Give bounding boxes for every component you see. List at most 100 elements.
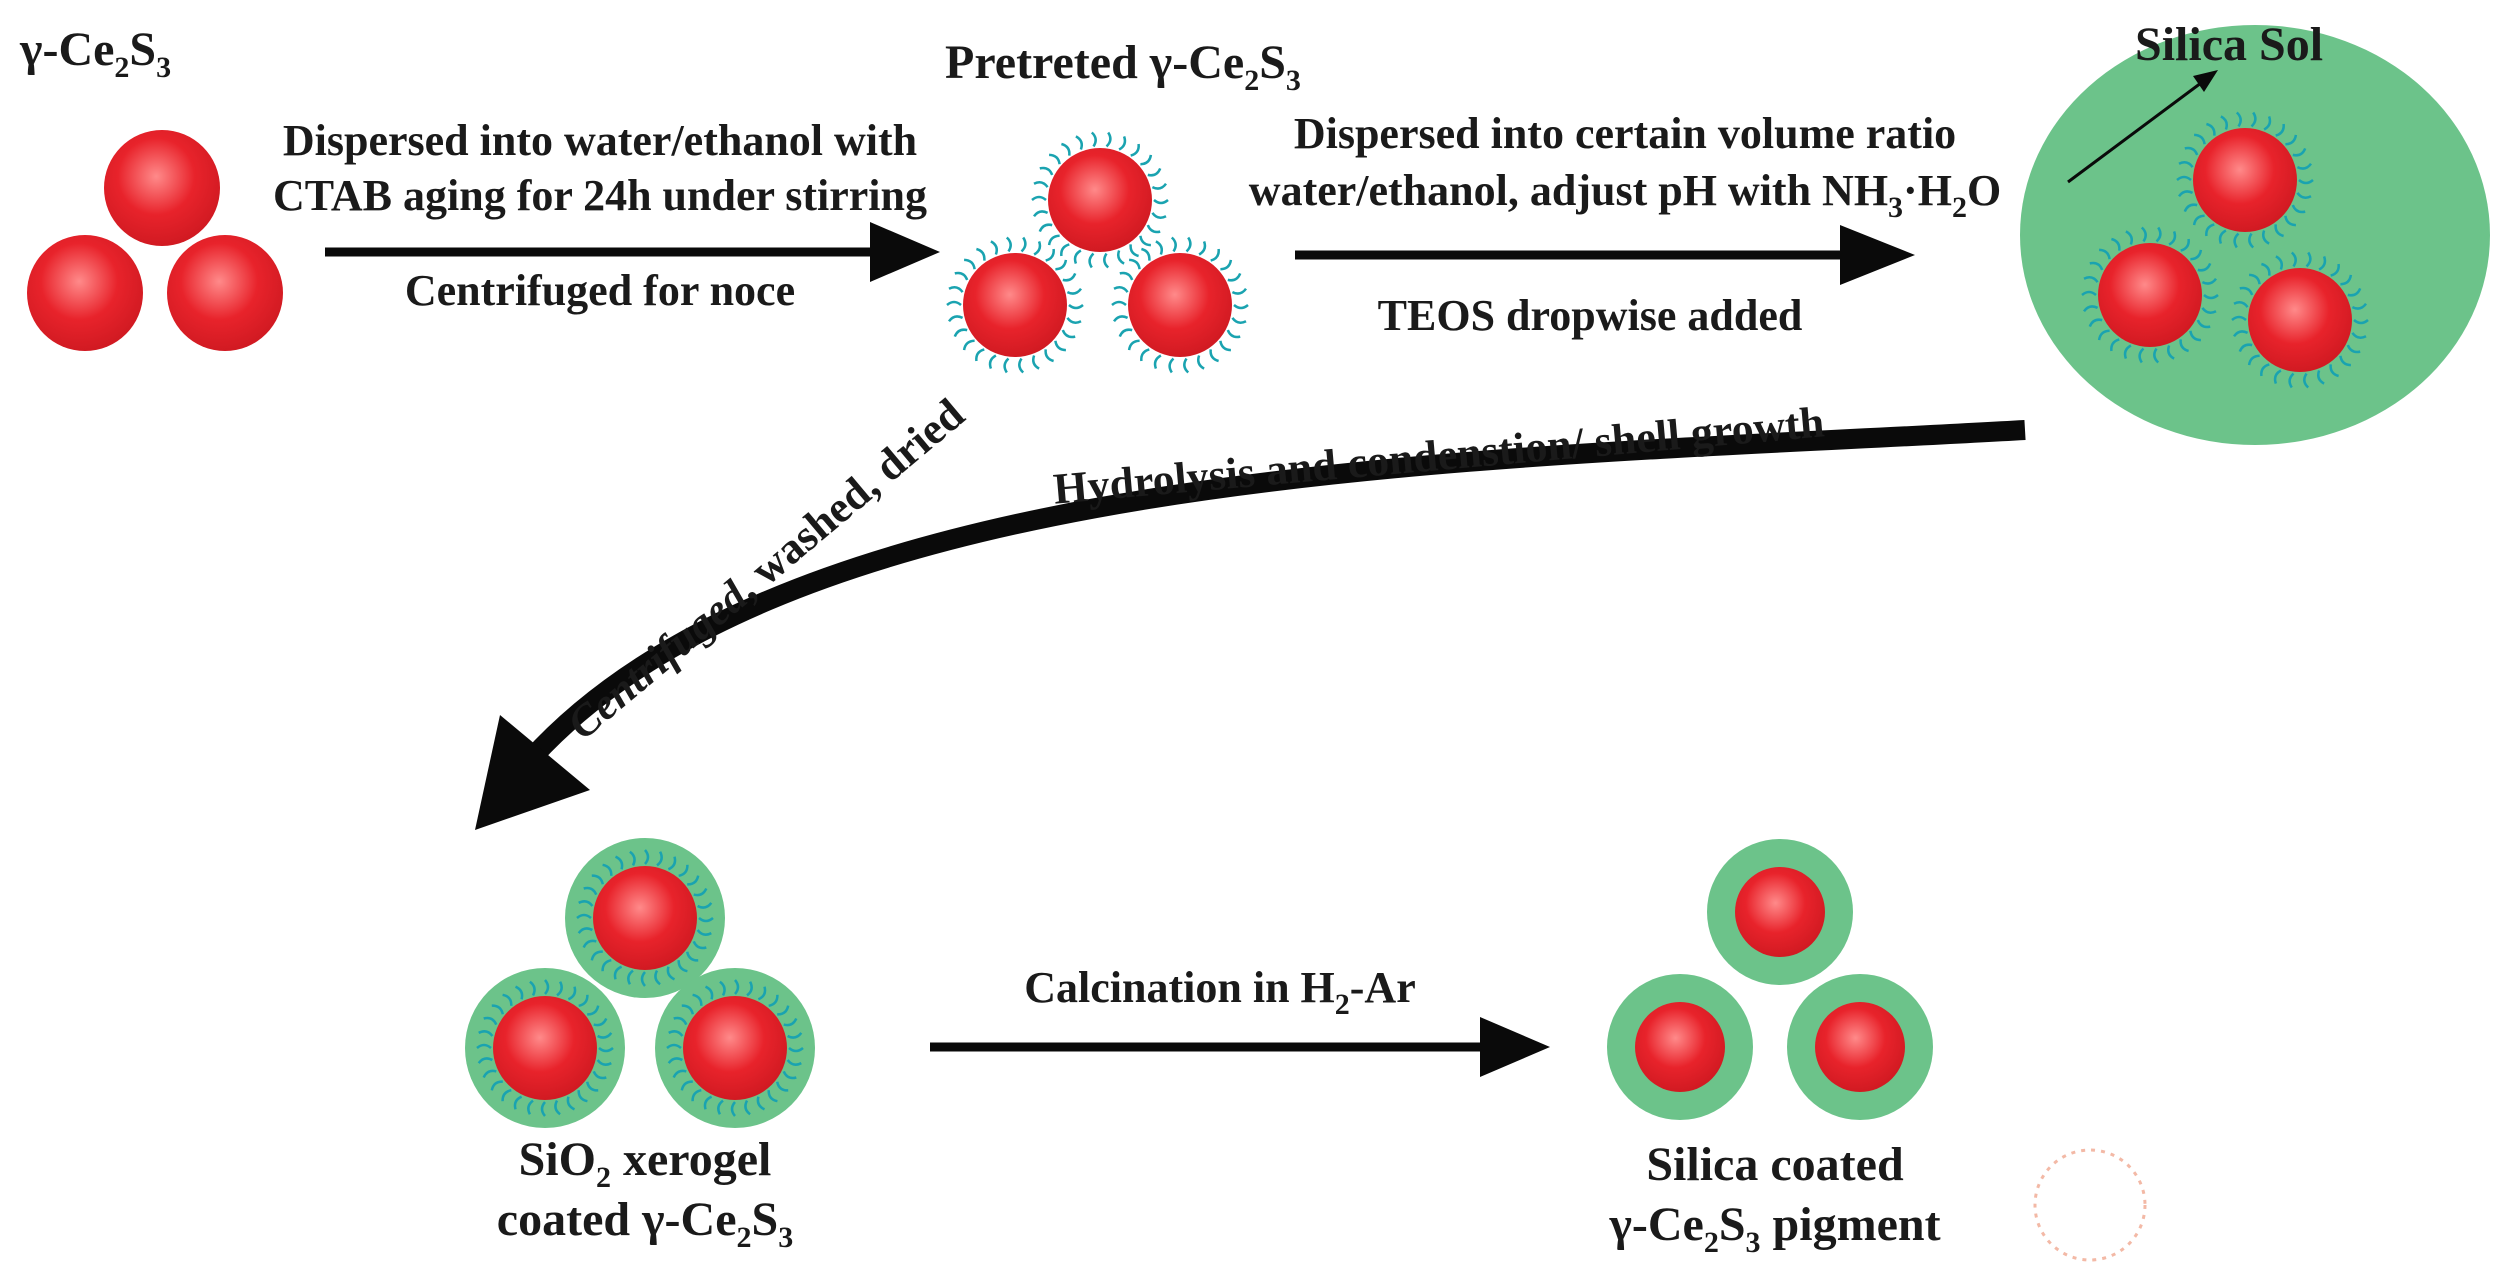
step-3-curved-arrow-shaft (522, 420, 2026, 767)
step-1-line-2: CTAB aging for 24h under stirring (273, 171, 927, 220)
ctab-fringe (476, 979, 614, 1117)
particle (655, 968, 815, 1128)
ctab-chain (2339, 355, 2351, 367)
ctab-chain (2291, 204, 2306, 214)
ctab-chain (953, 328, 968, 338)
ctab-chain (2249, 273, 2261, 285)
silica-sol-pointer-head (2193, 70, 2218, 92)
ctab-chain (668, 1030, 684, 1037)
ctab-chain (1153, 199, 1169, 205)
particle (1607, 974, 1753, 1120)
ctab-chain (1153, 354, 1162, 370)
ctab-chain (513, 1095, 523, 1110)
ctab-chain (1139, 235, 1151, 247)
ctab-chain (672, 1069, 687, 1079)
faint-dashed-circle (2033, 1148, 2147, 1262)
ctab-chain (2330, 263, 2340, 277)
ctab-chain (786, 1059, 802, 1066)
ctab-chain (567, 986, 577, 1001)
ctab-chain (692, 993, 703, 1006)
ctab-chain (477, 1057, 493, 1064)
ctab-chain (1220, 259, 1233, 271)
ctab-chain (696, 929, 712, 936)
step-3: Hydrolysis and condenstion/ shell growth… (475, 389, 2026, 830)
ctab-chain (1112, 315, 1129, 323)
ctab-chain (1129, 244, 1139, 258)
ctab-chain (2201, 277, 2218, 285)
ctab-chain (2189, 330, 2201, 342)
step-2: Dispersed into certain volume ratio wate… (1249, 109, 2001, 340)
ctab-chain (734, 979, 740, 995)
step-2-line-3: TEOS dropwise added (1378, 291, 1803, 340)
ctab-chain (692, 940, 707, 950)
ctab-chain (601, 958, 612, 972)
ctab-chain (1061, 142, 1071, 156)
ctab-chain (1103, 252, 1110, 269)
ctab-chain (1045, 248, 1055, 262)
ce2s3-core (27, 235, 143, 351)
ctab-chain (757, 986, 767, 1001)
ctab-chain (2218, 229, 2227, 245)
ctab-chain (585, 1081, 599, 1092)
ce2s3-core (1048, 148, 1152, 252)
ctab-chain (1044, 349, 1054, 363)
step-4-label: Calcination in H2-Ar (1024, 963, 1415, 1021)
ctab-chain (1129, 258, 1141, 270)
ctab-chain (687, 875, 700, 886)
particle (946, 236, 1084, 374)
ctab-chain (2233, 301, 2249, 308)
ctab-chain (2179, 339, 2189, 353)
ce2s3-core (2248, 268, 2352, 372)
ctab-chain (592, 1070, 607, 1080)
ctab-chain (2233, 232, 2240, 249)
ctab-chain (483, 1016, 498, 1026)
ctab-chain (2247, 354, 2260, 366)
ctab-chain (1146, 224, 1161, 234)
ce2s3-core (593, 866, 697, 970)
ctab-chain (767, 1090, 778, 1103)
particle (1707, 839, 1853, 985)
ctab-chain (2290, 251, 2297, 268)
label-silica-sol: Silica Sol (2135, 18, 2323, 71)
particle (1031, 131, 1169, 269)
particle (2176, 111, 2314, 249)
ctab-chain (744, 1100, 751, 1116)
ctab-chain (1140, 348, 1150, 362)
ctab-chain (667, 856, 677, 871)
ctab-chain (948, 286, 964, 293)
ctab-chain (514, 985, 524, 1000)
ctab-fringe (2176, 111, 2314, 249)
ctab-chain (1141, 247, 1151, 261)
ctab-fringe (1111, 236, 1249, 374)
ctab-chain (598, 1047, 614, 1053)
label-raw: γ-Ce2S3 (19, 23, 171, 84)
ctab-chain (640, 971, 646, 987)
step-1-line-3: Centrifuged for noce (405, 266, 795, 315)
ctab-chain (597, 1032, 613, 1039)
ctab-chain (1049, 153, 1061, 165)
particle (565, 838, 725, 998)
ctab-chain (554, 1100, 561, 1116)
ctab-chain (954, 271, 969, 281)
ctab-chain (2203, 294, 2219, 300)
ctab-chain (2201, 307, 2217, 314)
ctab-chain (2231, 315, 2247, 321)
ctab-chain (947, 315, 964, 323)
ctab-chain (2184, 146, 2199, 156)
ctab-chain (2155, 226, 2162, 243)
ctab-chain (2288, 372, 2295, 389)
ctab-chain (2153, 347, 2160, 364)
particle (465, 968, 625, 1128)
ctab-chain (540, 1101, 546, 1117)
stage-pretreated: Pretreted γ-Ce2S3 (945, 36, 1301, 374)
ctab-chain (691, 1088, 702, 1102)
ctab-chain (582, 939, 597, 949)
ctab-chain (1075, 135, 1083, 150)
ctab-chain (2273, 369, 2282, 385)
particle (2231, 251, 2369, 389)
ce2s3-core (167, 235, 283, 351)
ctab-chain (529, 980, 536, 996)
ctab-chain (590, 950, 603, 961)
ctab-chain (1032, 210, 1049, 218)
step-1: Dispersed into water/ethanol with CTAB a… (273, 116, 940, 315)
